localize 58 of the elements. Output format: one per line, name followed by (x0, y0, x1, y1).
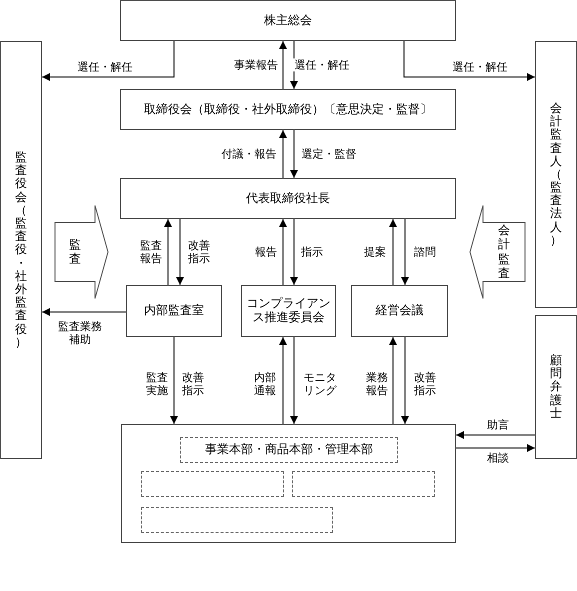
org-box (121, 424, 456, 543)
arrow (279, 130, 287, 178)
vertical-box: 監査役会（監査役・社外監査役） (0, 41, 42, 459)
vertical-box: 顧問弁護士 (535, 315, 577, 459)
edge-label: 改善指示 (186, 238, 212, 266)
arrow (164, 218, 172, 286)
edge-label: モニタリング (302, 370, 338, 398)
arrow (42, 308, 126, 316)
edge-label: 指示 (300, 245, 324, 259)
edge-label: 監査報告 (138, 238, 164, 266)
arrow (389, 218, 397, 286)
edge-label: 選任・解任 (294, 58, 350, 72)
block-arrow (469, 205, 526, 299)
arrow (279, 336, 287, 424)
edge-label: 相談 (486, 451, 510, 465)
org-box: 内部監査室 (126, 285, 222, 337)
edge-label: 選任・解任 (452, 60, 508, 74)
edge-label: 選任・解任 (76, 60, 134, 74)
arrow (404, 40, 536, 81)
arrow (290, 336, 298, 424)
arrow (401, 336, 409, 424)
arrow (279, 40, 287, 90)
arrow (456, 431, 536, 439)
text-label: 改善指示 (180, 370, 206, 398)
block-arrow (54, 205, 109, 299)
arrow (401, 218, 409, 286)
edge-label: 事業報告 (233, 58, 279, 72)
edge-label: 改善指示 (412, 370, 438, 398)
dashed-box: 事業本部・商品本部・管理本部 (180, 437, 398, 463)
edge-label: 会計監査 (497, 223, 511, 281)
edge-label: 監査業務補助 (56, 320, 104, 346)
dashed-box (141, 507, 333, 533)
edge-label: 選定・監督 (300, 147, 358, 161)
edge-label: 付議・報告 (220, 147, 278, 161)
org-box: 経営会議 (351, 285, 448, 337)
edge-label: 内部通報 (252, 370, 278, 398)
edge-label: 監査実施 (144, 370, 170, 398)
arrow (279, 218, 287, 286)
org-box: 代表取締役社長 (120, 178, 456, 219)
edge-label: 提案 (363, 245, 387, 259)
dashed-box (292, 471, 435, 497)
arrow (456, 444, 536, 452)
org-box: コンプライアンス推進委員会 (241, 285, 336, 337)
arrow (170, 336, 178, 424)
edge-label: 業務報告 (364, 370, 390, 398)
arrow (290, 130, 298, 178)
edge-label: 監査 (68, 238, 82, 266)
arrow (176, 218, 184, 286)
arrow (42, 40, 174, 81)
edge-label: 助言 (486, 418, 510, 432)
edge-label: 諮問 (413, 245, 437, 259)
edge-label: 報告 (254, 245, 278, 259)
dashed-box (141, 471, 284, 497)
org-box: 取締役会（取締役・社外取締役）〔意思決定・監督〕 (120, 89, 456, 130)
vertical-box: 会計監査人（監査法人） (535, 41, 577, 308)
arrow (389, 336, 397, 424)
org-box: 株主総会 (120, 0, 456, 41)
arrow (290, 218, 298, 286)
